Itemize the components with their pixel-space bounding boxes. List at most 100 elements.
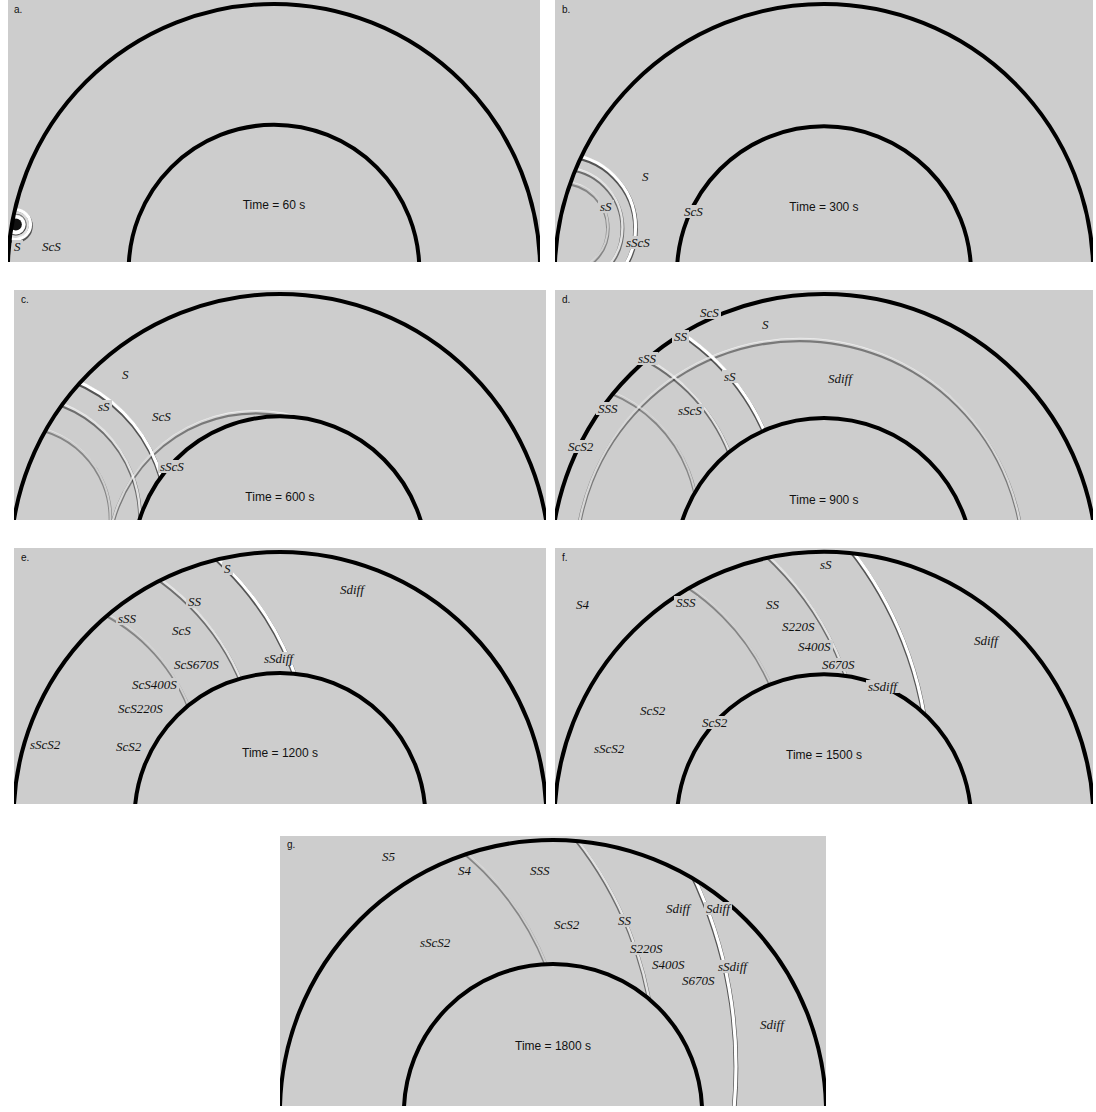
- phase-label: sScS: [624, 236, 652, 249]
- wavefronts: [14, 548, 546, 804]
- phase-label: S670S: [820, 658, 857, 671]
- phase-label: S670S: [680, 974, 717, 987]
- time-label: Time = 900 s: [787, 494, 860, 506]
- time-label: Time = 60 s: [241, 199, 308, 211]
- phase-label: SS: [186, 595, 203, 608]
- wavefront-shadow: [576, 340, 1024, 520]
- wavefront-shadow: [280, 836, 736, 1106]
- phase-label: SS: [672, 330, 689, 343]
- panel-letter: f.: [560, 553, 570, 563]
- core-mantle-boundary: [133, 416, 427, 520]
- earth-surface: [280, 840, 826, 1106]
- snapshot-panel: [555, 290, 1093, 520]
- phase-label: SSS: [528, 864, 552, 877]
- phase-label: sSdiff: [262, 652, 295, 665]
- phase-label: ScS: [698, 306, 721, 319]
- wavefront-shadow: [555, 169, 622, 262]
- phase-label: Sdiff: [826, 372, 854, 385]
- phase-label: SS: [616, 914, 633, 927]
- snapshot-panel: [14, 290, 546, 520]
- phase-label: sScS2: [28, 738, 62, 751]
- phase-label: sScS2: [418, 936, 452, 949]
- wavefront-shadow: [555, 548, 1093, 804]
- wavefront-shadow: [555, 184, 608, 262]
- panel-letter: g.: [285, 840, 297, 850]
- phase-label: sS: [722, 370, 738, 383]
- wavefront: [280, 836, 826, 1106]
- phase-label: S: [760, 318, 771, 331]
- phase-label: ScS2: [638, 704, 667, 717]
- phase-label: Sdiff: [758, 1018, 786, 1031]
- phase-label: Sdiff: [972, 634, 1000, 647]
- phase-label: S400S: [650, 958, 687, 971]
- snapshot-panel: [280, 836, 826, 1106]
- phase-label: ScS2: [700, 716, 729, 729]
- wavefronts: [555, 548, 1093, 804]
- time-label: Time = 600 s: [243, 491, 316, 503]
- earth-surface: [555, 294, 1093, 520]
- phase-label: sS: [96, 400, 112, 413]
- phase-label: S: [12, 240, 23, 253]
- panel-letter: b.: [560, 5, 572, 15]
- time-label: Time = 1800 s: [513, 1040, 593, 1052]
- wavefronts: [280, 836, 826, 1106]
- phase-label: sSS: [116, 612, 138, 625]
- phase-label: ScS2: [552, 918, 581, 931]
- phase-label: sSdiff: [866, 680, 899, 693]
- wavefront: [555, 182, 608, 262]
- core-mantle-boundary: [677, 126, 971, 262]
- phase-label: sSS: [636, 352, 658, 365]
- earth-surface: [14, 552, 546, 804]
- phase-label: Sdiff: [338, 583, 366, 596]
- earth-surface: [8, 4, 540, 262]
- phase-label: sScS2: [592, 742, 626, 755]
- wavefronts: [555, 296, 1024, 520]
- phase-label: S5: [380, 850, 397, 863]
- phase-label: sSdiff: [716, 960, 749, 973]
- panel-letter: d.: [560, 295, 572, 305]
- panel-letter: a.: [12, 5, 24, 15]
- phase-label: ScS: [150, 410, 173, 423]
- time-label: Time = 300 s: [787, 201, 860, 213]
- core-mantle-boundary: [129, 125, 420, 262]
- wavefront: [555, 548, 1093, 804]
- phase-label: ScS400S: [130, 678, 179, 691]
- core-mantle-boundary: [135, 673, 426, 804]
- phase-label: S220S: [628, 942, 665, 955]
- phase-label: ScS2: [566, 440, 595, 453]
- phase-label: ScS: [682, 205, 705, 218]
- wavefront: [280, 836, 736, 1106]
- phase-label: S: [222, 562, 233, 575]
- snapshot-panel: [8, 0, 540, 262]
- phase-label: ScS: [40, 240, 63, 253]
- phase-label: SSS: [596, 402, 620, 415]
- wavefront-shadow: [280, 836, 826, 1106]
- phase-label: sS: [598, 200, 614, 213]
- phase-label: sS: [818, 558, 834, 571]
- phase-label: S: [120, 368, 131, 381]
- phase-label: ScS670S: [172, 658, 221, 671]
- phase-label: ScS220S: [116, 702, 165, 715]
- earth-surface: [555, 552, 1093, 804]
- snapshot-panel: [14, 548, 546, 804]
- panel-letter: c.: [19, 295, 31, 305]
- phase-label: ScS: [170, 624, 193, 637]
- phase-label: ScS2: [114, 740, 143, 753]
- snapshot-panel: [555, 548, 1093, 804]
- core-mantle-boundary: [675, 418, 973, 520]
- phase-label: sScS: [158, 460, 186, 473]
- snapshot-panel: [555, 0, 1093, 262]
- time-label: Time = 1200 s: [240, 747, 320, 759]
- wavefront: [14, 426, 110, 520]
- phase-label: S4: [574, 598, 591, 611]
- phase-label: S4: [456, 864, 473, 877]
- phase-label: S400S: [796, 640, 833, 653]
- earth-surface: [555, 4, 1093, 262]
- phase-label: S220S: [780, 620, 817, 633]
- earth-surface: [14, 294, 546, 520]
- phase-label: SSS: [674, 596, 698, 609]
- wavefront: [555, 168, 622, 262]
- phase-label: sScS: [676, 404, 704, 417]
- wavefront-shadow: [14, 427, 110, 520]
